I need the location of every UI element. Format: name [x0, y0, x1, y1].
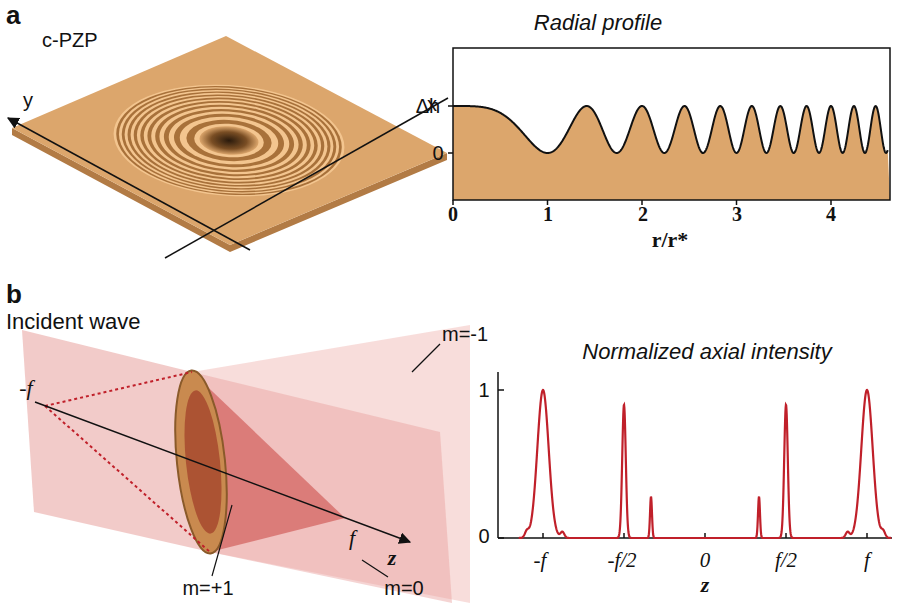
- axis-tick-label: 3: [732, 204, 742, 224]
- intensity-curve: [519, 390, 892, 538]
- tick: [448, 152, 453, 154]
- axis-tick-label: 0: [448, 204, 458, 224]
- tick: [498, 389, 504, 391]
- axis-tick-label: -f: [534, 550, 547, 571]
- component-name: c-PZP: [42, 30, 98, 50]
- panel-letter: b: [6, 281, 22, 307]
- zone-ring: [77, 68, 380, 214]
- order-label: m=+1: [182, 578, 233, 598]
- tick: [448, 105, 453, 107]
- zone-ring: [104, 80, 355, 201]
- virtual-ray: [45, 372, 192, 406]
- zone-ring: [66, 62, 392, 219]
- plate-axes: [8, 98, 448, 258]
- order-label: m=0: [384, 578, 423, 598]
- leader-line: [412, 344, 440, 372]
- zone-ring: [94, 76, 364, 206]
- zone-ring: [70, 64, 389, 217]
- tick: [623, 533, 625, 538]
- zone-ring: [90, 74, 368, 208]
- zone-ring: [159, 107, 298, 174]
- zone-ring: [180, 117, 278, 164]
- order-label: m=-1: [442, 324, 488, 344]
- zone-ring: [108, 83, 349, 199]
- axial-intensity-plot: [498, 372, 892, 538]
- profile-curve: [453, 106, 888, 153]
- panel-letter: a: [6, 2, 20, 28]
- axis-tick-label: 0: [478, 526, 489, 546]
- axis-name: y: [23, 90, 33, 110]
- optical-axis: [35, 402, 410, 542]
- beam-illustration: [22, 325, 470, 603]
- axis-tick-label: Δh: [416, 96, 440, 116]
- zone-ring: [125, 90, 334, 190]
- profile-fill: [453, 106, 890, 200]
- axis-tick-label: -f/2: [607, 550, 636, 571]
- axis-tick-label: 1: [543, 204, 553, 224]
- zone-ring: [86, 72, 373, 210]
- zone-ring: [144, 100, 314, 182]
- tick: [866, 533, 868, 538]
- plot-title: Radial profile: [534, 12, 662, 34]
- tick: [498, 537, 504, 539]
- axis-name: z: [388, 547, 397, 569]
- axis-tick-label: 1: [478, 380, 489, 400]
- zone-ring: [131, 93, 328, 188]
- axis-tick-label: 0: [700, 550, 711, 571]
- tick: [542, 533, 544, 538]
- focus-label: -f: [19, 377, 32, 399]
- leader-line: [362, 560, 388, 577]
- order-minus-one-cone: [192, 325, 470, 603]
- plot-frame: [453, 48, 890, 200]
- y-axis: [497, 372, 499, 538]
- zone-ring: [114, 85, 345, 196]
- zone-ring: [99, 78, 359, 203]
- axis-tick-label: 0: [432, 143, 443, 163]
- axis-tick-label: 4: [826, 204, 836, 224]
- axis-tick-label: f: [864, 550, 870, 571]
- axis-title: z: [701, 574, 710, 596]
- order-zero-beam: [192, 372, 452, 603]
- leader-line: [212, 505, 232, 576]
- axis-tick-label: f/2: [775, 550, 797, 571]
- tick: [785, 533, 787, 538]
- zone-rings: [66, 62, 392, 219]
- plate-top: [12, 36, 447, 245]
- axis-title: r/r*: [652, 229, 689, 251]
- beam-label: Incident wave: [6, 311, 141, 333]
- x-axis: [165, 98, 448, 258]
- virtual-ray: [45, 406, 210, 552]
- zone-plate-disk: [168, 368, 235, 556]
- axis-tick-label: 2: [638, 204, 648, 224]
- plate-illustration: [12, 36, 447, 252]
- plot-title: Normalized axial intensity: [582, 341, 831, 363]
- focus-label: f: [349, 527, 355, 549]
- radial-profile-plot: [448, 48, 890, 205]
- zone-center: [187, 120, 271, 160]
- zone-ring: [73, 66, 384, 216]
- zone-plate-pattern: [179, 389, 228, 536]
- zone-ring: [151, 103, 307, 178]
- zone-ring: [81, 70, 376, 212]
- zone-ring: [137, 96, 321, 184]
- zone-ring: [169, 112, 290, 170]
